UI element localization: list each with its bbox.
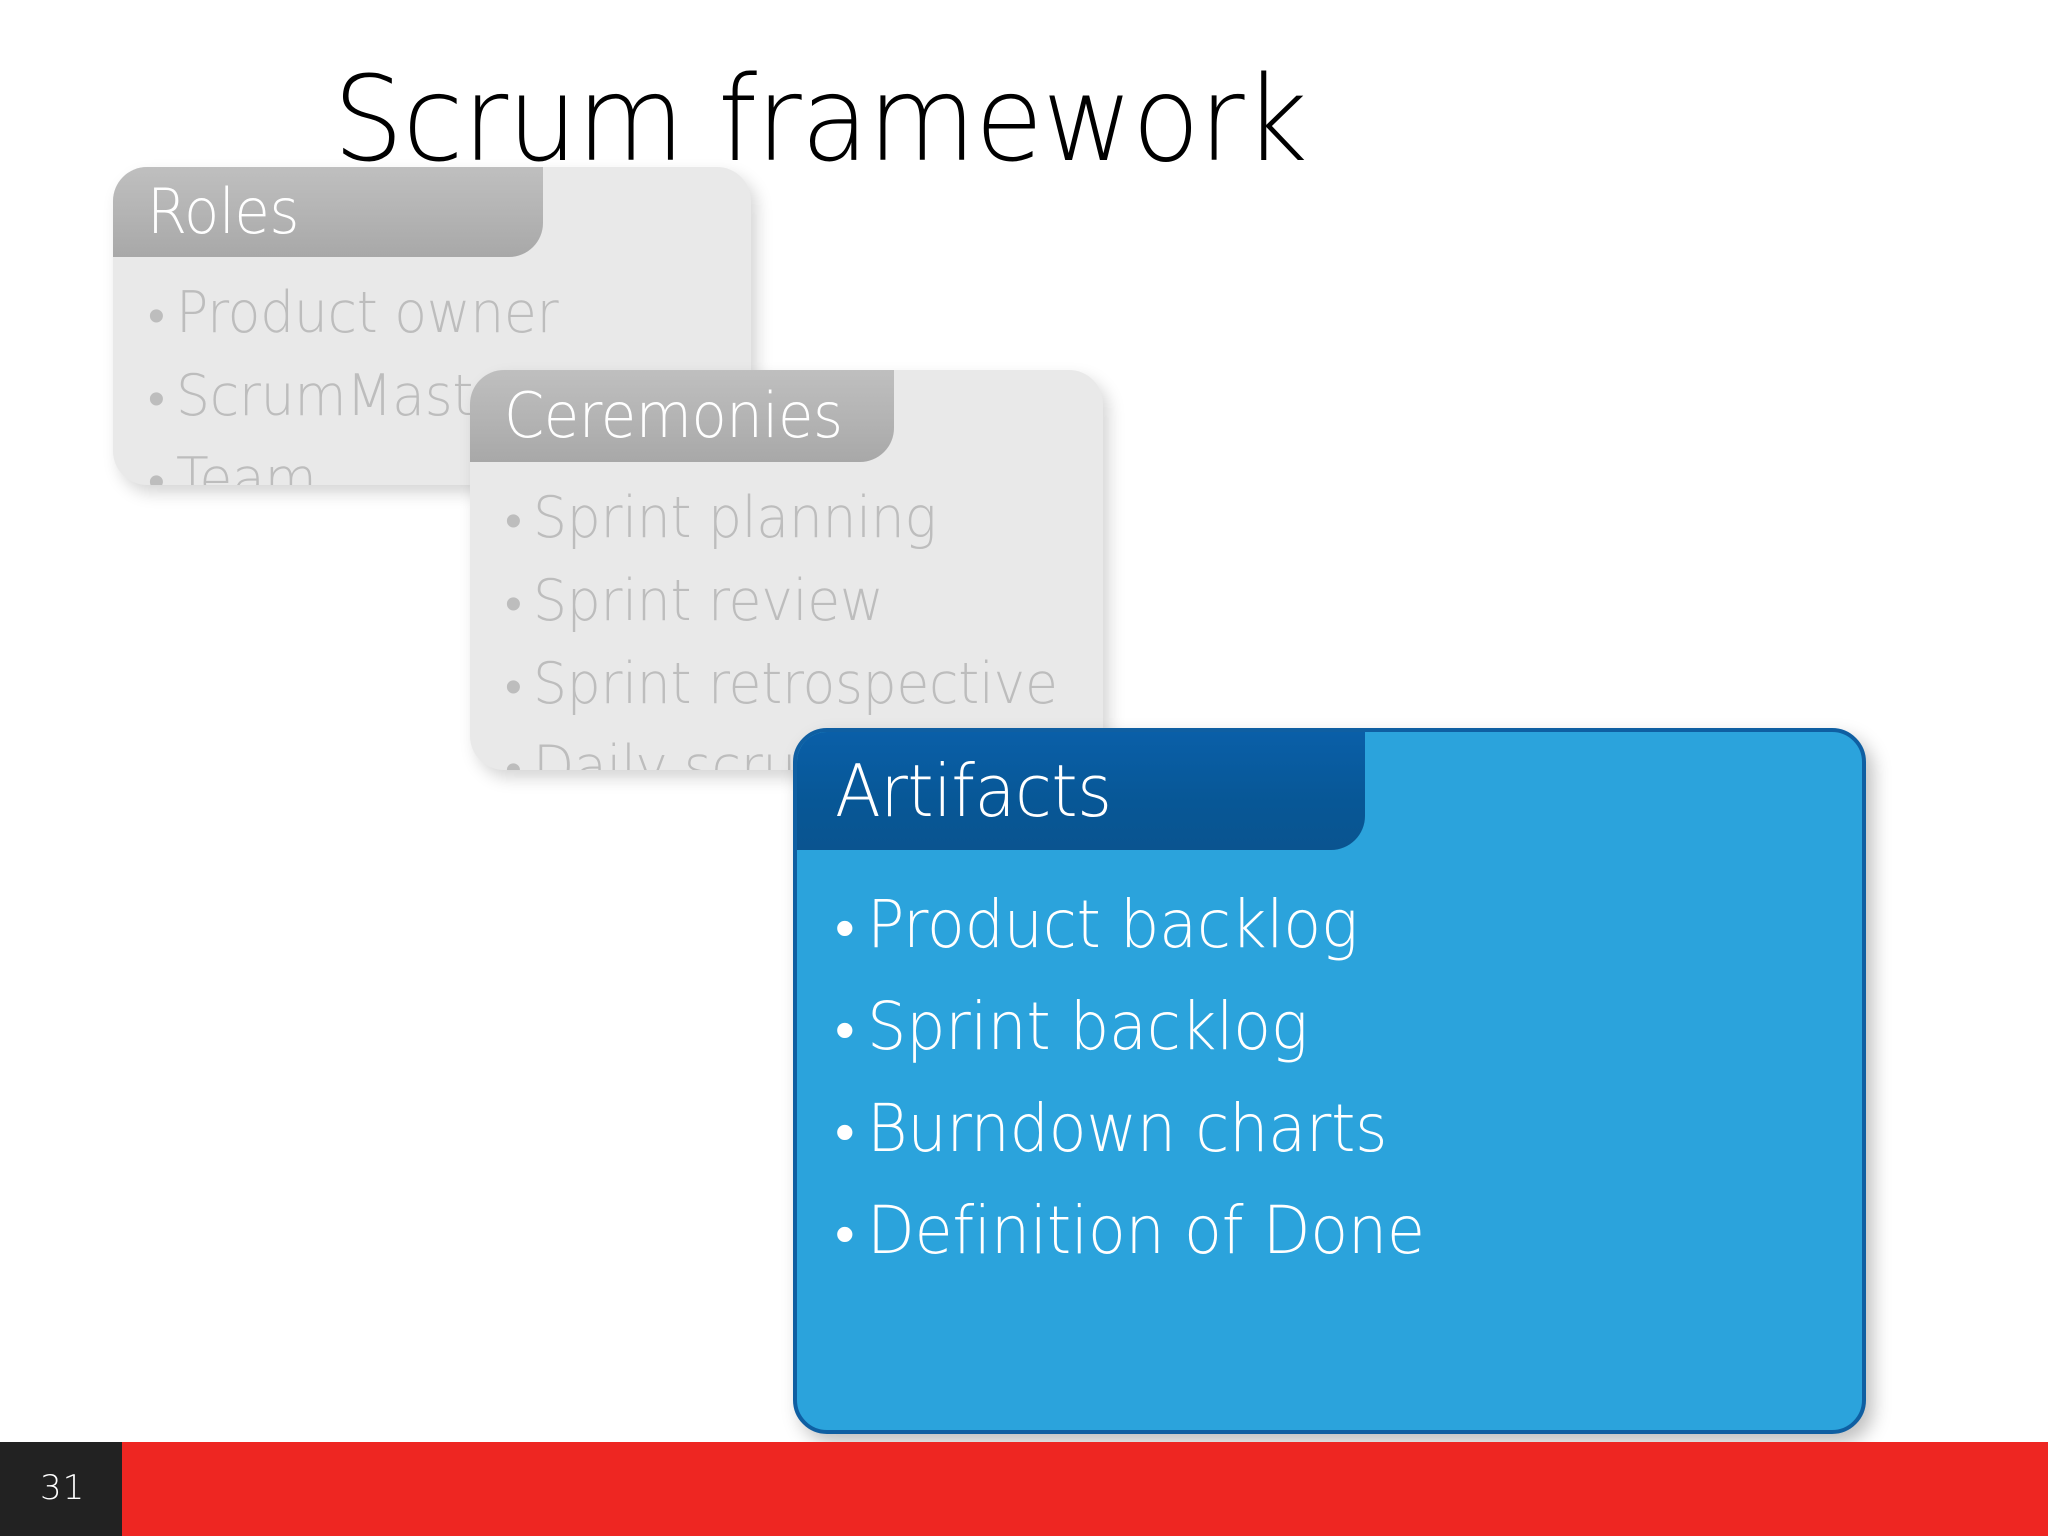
list-item-label: Team [176,446,317,485]
list-item-label: Product backlog [867,886,1358,963]
bullet-icon: • [835,1202,855,1267]
list-item-label: Sprint planning [533,485,937,551]
bullet-icon: • [505,493,522,549]
bullet-icon: • [148,288,165,344]
card-ceremonies-title: Ceremonies [504,379,843,452]
list-item: • Sprint review [505,561,1103,644]
list-item: • Team [148,439,751,485]
list-item-label: Sprint retrospective [533,651,1058,717]
bullet-icon: • [148,454,165,485]
card-roles-title: Roles [147,175,299,248]
list-item-label: ScrumMaster [176,363,528,429]
list-item-label: Burndown charts [867,1090,1388,1167]
footer-accent-bar [0,1442,2048,1536]
bullet-icon: • [505,576,522,632]
card-ceremonies[interactable]: Ceremonies • Sprint planning • Sprint re… [470,370,1103,770]
list-item: • Product owner [148,273,751,356]
bullet-icon: • [835,998,855,1063]
list-item: • Product backlog [835,876,1862,978]
card-roles-body: • Product owner • ScrumMaster • Team [113,257,751,485]
footer-page-block: 31 [0,1442,122,1536]
page-number: 31 [40,1468,86,1508]
list-item: • Definition of Done [835,1182,1862,1284]
bullet-icon: • [505,659,522,715]
list-item-label: Sprint backlog [867,988,1308,1065]
list-item: • Sprint backlog [835,978,1862,1080]
list-item-label: Definition of Done [867,1192,1425,1269]
bullet-icon: • [148,371,165,427]
list-item-label: Product owner [176,280,559,346]
card-artifacts-header: Artifacts [797,732,1365,850]
card-artifacts-title: Artifacts [835,749,1112,833]
footer-bar: 31 [0,1442,2048,1536]
list-item: • Sprint planning [505,478,1103,561]
card-roles-header: Roles [113,167,543,257]
page-title: Scrum framework [333,50,1308,188]
bullet-icon: • [835,896,855,961]
card-roles[interactable]: Roles • Product owner • ScrumMaster • Te… [113,167,751,485]
list-item: • ScrumMaster [148,356,751,439]
card-artifacts[interactable]: Artifacts • Product backlog • Sprint bac… [793,728,1866,1434]
list-item: • Burndown charts [835,1080,1862,1182]
list-item-label: Sprint review [533,568,884,634]
list-item: • Sprint retrospective [505,644,1103,727]
bullet-icon: • [835,1100,855,1165]
bullet-icon: • [505,742,522,770]
card-ceremonies-header: Ceremonies [470,370,894,462]
card-ceremonies-body: • Sprint planning • Sprint review • Spri… [470,462,1103,770]
card-artifacts-body: • Product backlog • Sprint backlog • Bur… [797,850,1862,1284]
